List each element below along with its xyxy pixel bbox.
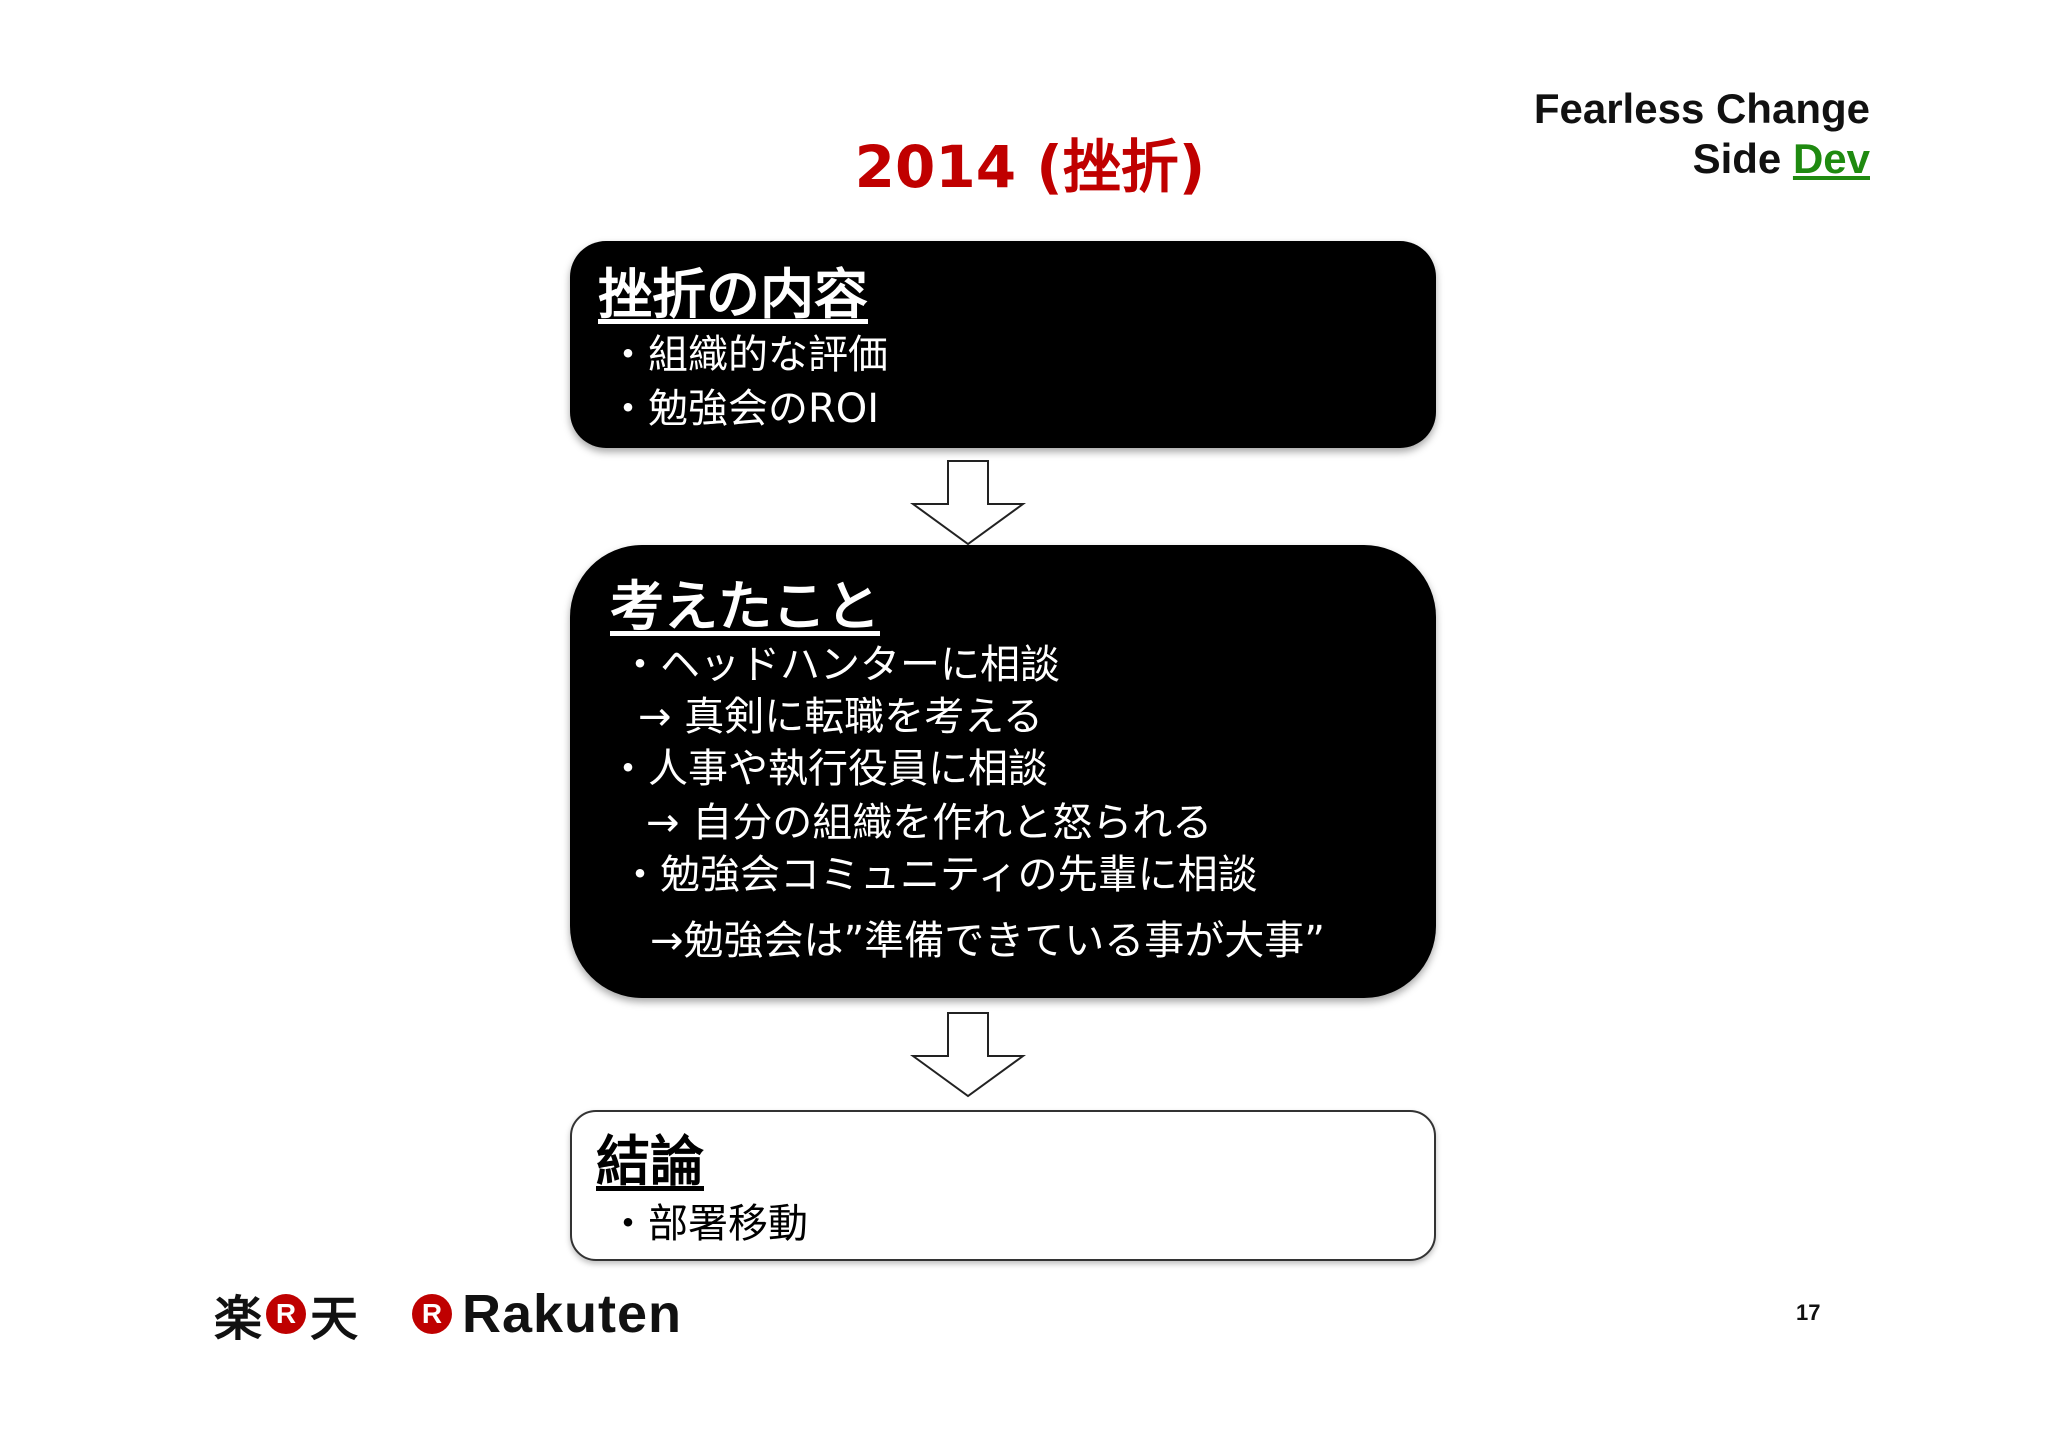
down-arrow-icon [910, 1012, 1026, 1098]
corner-brand: Fearless Change Side Dev [1534, 84, 1870, 184]
slide-title: 2014 (挫折) [854, 133, 1206, 201]
brand-line-1: Fearless Change [1533, 85, 1870, 132]
down-arrow-icon [910, 460, 1026, 546]
brand-line-2-accent: Dev [1792, 135, 1870, 182]
thoughts-line-4: → 自分の組織を作れと怒られる [646, 800, 1213, 846]
setback-box: 挫折の内容 ・組織的な評価 ・勉強会のROI [570, 241, 1436, 448]
thoughts-line-5: ・勉強会コミュニティの先輩に相談 [620, 852, 1258, 898]
thoughts-line-2: → 真剣に転職を考える [638, 694, 1044, 740]
thoughts-line-6: →勉強会は”準備できている事が大事” [650, 918, 1325, 964]
logo-kanji-left: 楽 [214, 1291, 263, 1347]
conclusion-heading: 結論 [596, 1130, 704, 1193]
thoughts-heading: 考えたこと [610, 575, 880, 638]
conclusion-item-1: ・部署移動 [608, 1201, 808, 1247]
setback-heading: 挫折の内容 [598, 263, 868, 326]
rakuten-wordmark-logo: R Rakuten [408, 1284, 683, 1344]
setback-item-1: ・組織的な評価 [608, 332, 888, 378]
thoughts-box: 考えたこと ・ヘッドハンターに相談 → 真剣に転職を考える ・人事や執行役員に相… [570, 545, 1436, 998]
conclusion-box: 結論 ・部署移動 [570, 1110, 1436, 1261]
setback-item-2: ・勉強会のROI [608, 386, 880, 432]
thoughts-line-3: ・人事や執行役員に相談 [608, 746, 1048, 792]
logo-kanji-right: 天 [310, 1291, 359, 1347]
thoughts-line-1: ・ヘッドハンターに相談 [620, 642, 1060, 688]
rakuten-r-icon: R [266, 1294, 307, 1334]
brand-line-2: Side Dev [1534, 134, 1870, 184]
rakuten-r-icon: R [412, 1294, 452, 1334]
brand-line-2-prefix: Side [1692, 135, 1793, 182]
rakuten-kanji-logo: 楽 R 天 [214, 1286, 358, 1347]
page-number: 17 [1796, 1300, 1821, 1325]
logo-wordmark: Rakuten [462, 1284, 683, 1344]
